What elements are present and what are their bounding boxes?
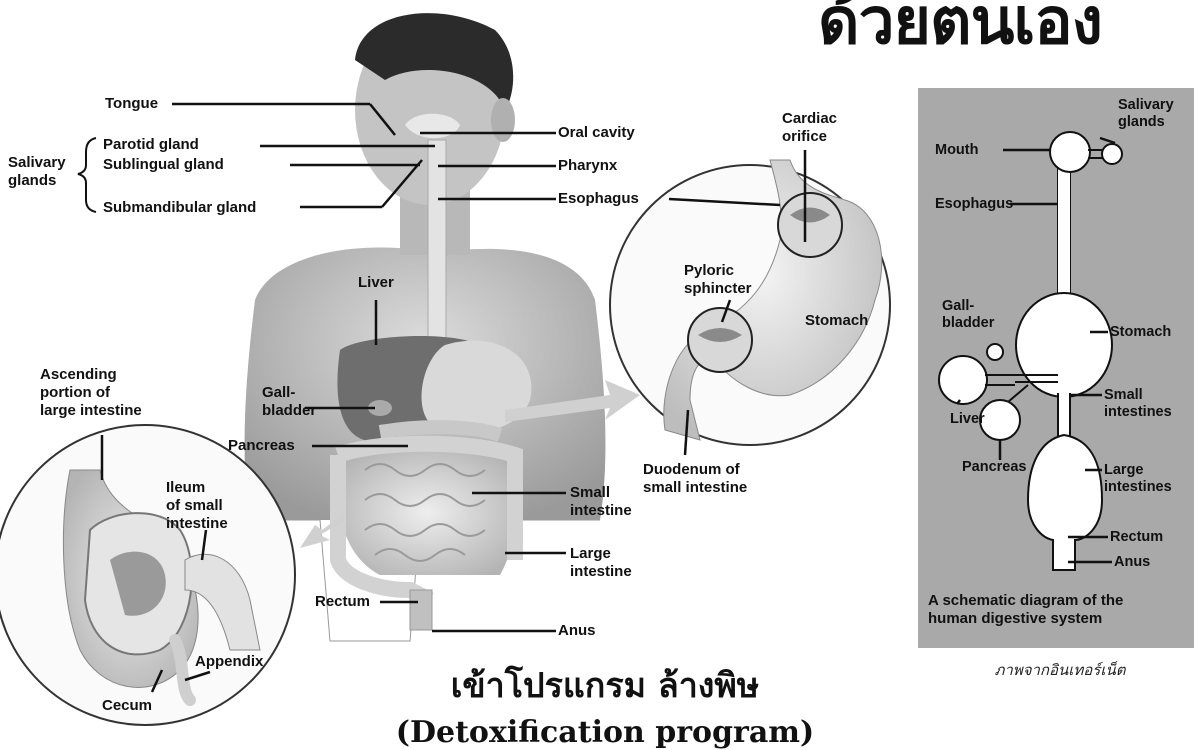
label-cardiac-orifice: Cardiac orifice [782, 110, 837, 146]
schematic-label-pancreas: Pancreas [962, 459, 1027, 476]
schematic-label-salivary-glands: Salivary glands [1118, 97, 1174, 131]
label-tongue: Tongue [105, 95, 158, 113]
label-duodenum: Duodenum of small intestine [643, 461, 747, 497]
label-submandibular-gland: Submandibular gland [103, 199, 256, 217]
schematic-label-esophagus: Esophagus [935, 196, 1013, 213]
label-stomach: Stomach [805, 312, 868, 330]
label-pancreas: Pancreas [228, 437, 295, 455]
schematic-label-gallbladder: Gall- bladder [942, 298, 994, 332]
label-gallbladder: Gall- bladder [262, 384, 316, 420]
label-liver: Liver [358, 274, 394, 292]
schematic-label-anus: Anus [1114, 554, 1150, 571]
salivary-brace [78, 138, 96, 212]
colon-detail-circle [0, 425, 295, 725]
schematic-label-large-intestines: Large intestines [1104, 462, 1172, 496]
label-oral-cavity: Oral cavity [558, 124, 635, 142]
label-pyloric-sphincter: Pyloric sphincter [684, 262, 752, 298]
schematic-label-liver: Liver [950, 411, 985, 428]
label-anus: Anus [558, 622, 596, 640]
schematic-label-mouth: Mouth [935, 142, 978, 159]
label-rectum: Rectum [315, 593, 370, 611]
label-salivary-glands: Salivary glands [8, 154, 66, 190]
label-ileum: Ileum of small intestine [166, 479, 228, 533]
label-large-intestine: Large intestine [570, 545, 632, 581]
title-english: (Detoxification program) [370, 715, 840, 750]
schematic-label-stomach: Stomach [1110, 324, 1171, 341]
label-small-intestine: Small intestine [570, 484, 632, 520]
label-ascending-colon: Ascending portion of large intestine [40, 366, 142, 420]
label-esophagus: Esophagus [558, 190, 639, 208]
label-appendix: Appendix [195, 653, 263, 671]
label-parotid-gland: Parotid gland [103, 136, 199, 154]
headline: ด้วยตนเอง [818, 0, 1202, 60]
schematic-caption: A schematic diagram of the human digesti… [928, 592, 1188, 628]
schematic-label-small-intestines: Small intestines [1104, 387, 1172, 421]
label-cecum: Cecum [102, 697, 152, 715]
image-credit: ภาพจากอินเทอร์เน็ต [930, 658, 1190, 682]
label-pharynx: Pharynx [558, 157, 617, 175]
schematic-label-rectum: Rectum [1110, 529, 1163, 546]
digestive-tract [337, 114, 531, 630]
schematic-panel [918, 88, 1194, 648]
label-sublingual-gland: Sublingual gland [103, 156, 224, 174]
title-thai: เข้าโปรแกรม ล้างพิษ [370, 658, 840, 712]
